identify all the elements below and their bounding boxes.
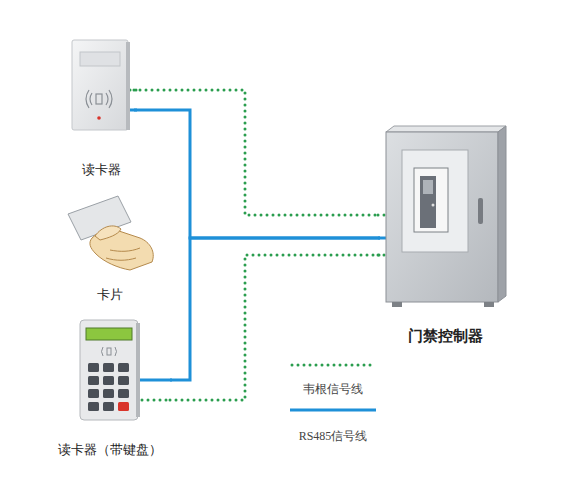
card-reader-icon bbox=[72, 40, 130, 130]
controller-cabinet-icon bbox=[386, 126, 506, 307]
device-label: 卡片 bbox=[75, 287, 145, 303]
rs485-wire bbox=[134, 110, 380, 238]
keypad-reader-icon bbox=[80, 320, 140, 420]
card: 卡片 bbox=[75, 192, 145, 307]
rs485-wire bbox=[170, 238, 380, 380]
legend-dotted-sample bbox=[292, 364, 374, 367]
device-label: 读卡器 bbox=[68, 162, 134, 178]
card-hand-icon bbox=[68, 196, 153, 270]
legend-text: 韦根信号线 bbox=[303, 382, 363, 397]
legend-solid-sample bbox=[290, 409, 376, 412]
device-label: 门禁控制器 bbox=[380, 327, 510, 346]
device-label: 读卡器（带键盘） bbox=[50, 442, 170, 458]
wiegand-wire bbox=[170, 255, 380, 400]
legend-text: RS485信号线 bbox=[299, 429, 368, 444]
card-reader: 读卡器 bbox=[68, 38, 134, 182]
keypad-reader: 读卡器（带键盘） bbox=[50, 318, 170, 462]
access-controller: 门禁控制器 bbox=[380, 125, 510, 350]
wire-stubs bbox=[128, 90, 387, 400]
